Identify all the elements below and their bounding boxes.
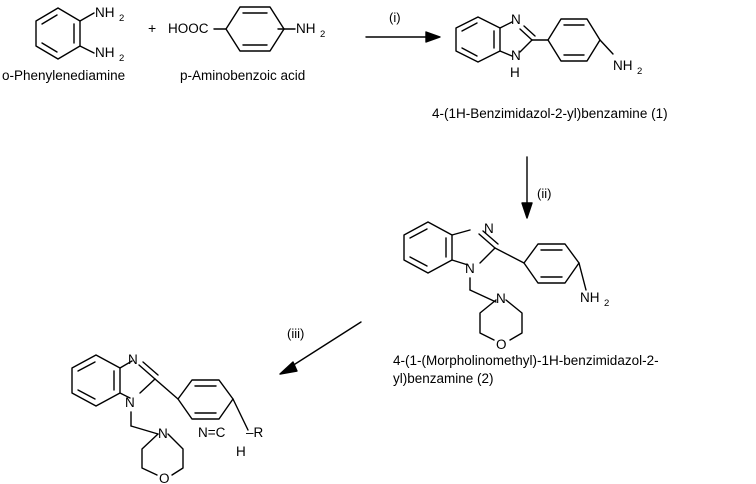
- opd-nh-bottom-subscript: 2: [119, 53, 124, 64]
- step-iii-label: (iii): [287, 326, 304, 341]
- p-aminobenzoic-acid-structure: HOOC NH 2: [168, 6, 325, 52]
- compound-1-nh-subscript: 2: [637, 66, 642, 77]
- arrow-step-i: [365, 31, 441, 43]
- compound-1-nh-n-label: N: [511, 48, 521, 63]
- product-imine-h-label: H: [236, 444, 246, 459]
- arrow-step-ii: [521, 156, 533, 219]
- plus-sign: +: [148, 20, 156, 36]
- o-phenylenediamine-structure: NH 2 NH 2: [35, 5, 124, 64]
- compound-2-nh-subscript: 2: [604, 298, 609, 309]
- paba-hooc-label: HOOC: [168, 21, 209, 36]
- step-i-label: (i): [389, 10, 401, 25]
- compound-2-n-label: N: [484, 221, 494, 236]
- product-n1-label: N: [125, 395, 135, 410]
- o-phenylenediamine-label: o-Phenylenediamine: [2, 68, 125, 83]
- product-n-label: N: [128, 352, 138, 367]
- paba-nh-label: NH: [296, 21, 316, 36]
- compound-1-nh-h-label: H: [510, 65, 520, 80]
- step-ii-label: (ii): [537, 186, 551, 201]
- opd-nh-top-label: NH: [95, 5, 115, 20]
- product-r-label: –R: [246, 425, 264, 440]
- compound-2-morpholine-n-label: N: [496, 291, 506, 306]
- arrow-step-iii: [279, 321, 362, 375]
- opd-nh-bottom-label: NH: [95, 45, 115, 60]
- compound-1-structure: N N H NH 2: [455, 12, 642, 80]
- schiff-base-product-structure: N N N=C –R H N O: [71, 352, 264, 484]
- opd-nh-top-subscript: 2: [119, 13, 124, 24]
- compound-1-name: 4-(1H-Benzimidazol-2-yl)benzamine (1): [432, 106, 668, 121]
- compound-2-nh-label: NH: [580, 290, 600, 305]
- p-aminobenzoic-acid-label: p-Aminobenzoic acid: [180, 68, 305, 83]
- compound-2-morpholine-o-label: O: [496, 337, 507, 352]
- compound-2-structure: N N NH 2 N O: [403, 221, 609, 352]
- paba-nh-subscript: 2: [320, 29, 325, 40]
- compound-1-nh-label: NH: [613, 58, 633, 73]
- compound-1-n-label: N: [511, 12, 521, 27]
- compound-2-name-line-1: 4-(1-(Morpholinomethyl)-1H-benzimidazol-…: [393, 353, 659, 368]
- product-morpholine-n-label: N: [158, 426, 168, 441]
- compound-2-name-line-2: yl)benzamine (2): [393, 371, 494, 386]
- product-morpholine-o-label: O: [159, 471, 170, 484]
- product-imine-label: N=C: [198, 425, 226, 440]
- compound-2-n1-label: N: [465, 261, 475, 276]
